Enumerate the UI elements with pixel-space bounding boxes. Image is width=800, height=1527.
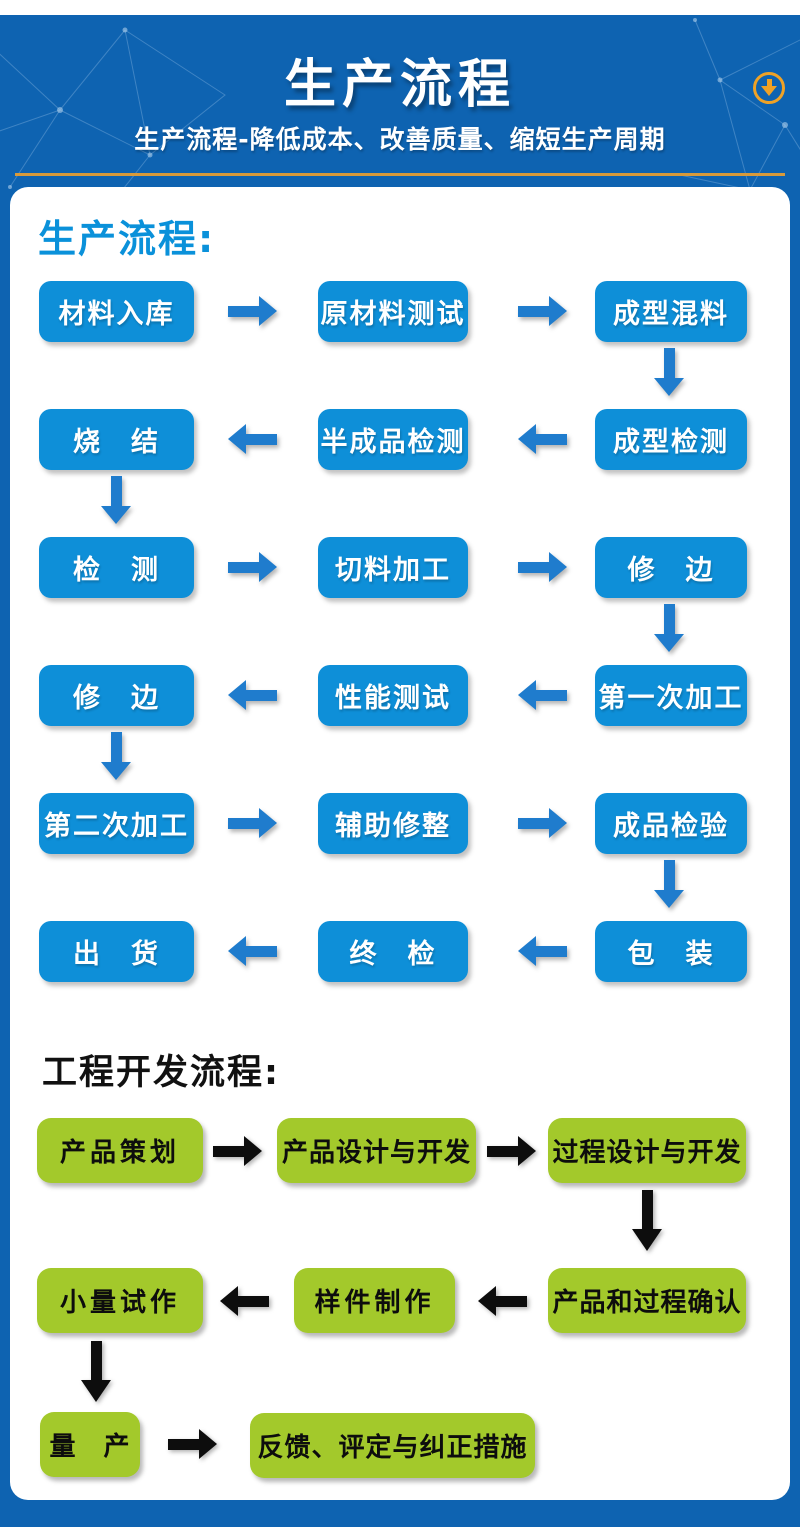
arrow-down-icon <box>632 1190 662 1251</box>
top-white-strip <box>0 0 800 15</box>
process-step: 出 货 <box>39 921 194 982</box>
process-step: 切料加工 <box>318 537 468 598</box>
process-step: 成型混料 <box>595 281 747 342</box>
arrow-right-icon <box>213 1136 262 1167</box>
arrow-right-icon <box>518 552 567 583</box>
arrow-right-icon <box>228 296 277 327</box>
eng-step: 量 产 <box>40 1412 140 1477</box>
engineering-flow-heading: 工程开发流程: <box>42 1053 280 1093</box>
page-title: 生产流程 <box>283 55 516 115</box>
eng-step: 样件制作 <box>294 1268 455 1333</box>
arrow-down-icon <box>81 1341 111 1402</box>
arrow-left-icon <box>518 936 567 967</box>
process-step: 包 装 <box>595 921 747 982</box>
process-step: 第一次加工 <box>595 665 747 726</box>
process-step: 成型检测 <box>595 409 747 470</box>
arrow-left-icon <box>518 424 567 455</box>
process-step: 烧 结 <box>39 409 194 470</box>
arrow-right-icon <box>518 296 567 327</box>
arrow-left-icon <box>228 424 277 455</box>
eng-step: 产品设计与开发 <box>277 1118 476 1183</box>
arrow-right-icon <box>228 552 277 583</box>
arrow-left-icon <box>228 680 277 711</box>
arrow-down-icon <box>654 604 684 652</box>
arrow-left-icon <box>518 680 567 711</box>
arrow-left-icon <box>478 1286 527 1317</box>
process-step: 辅助修整 <box>318 793 468 854</box>
process-step: 半成品检测 <box>318 409 468 470</box>
eng-step: 产品策划 <box>37 1118 203 1183</box>
download-circle-icon[interactable] <box>753 72 785 104</box>
arrow-down-icon <box>101 476 131 524</box>
eng-step: 过程设计与开发 <box>548 1118 746 1183</box>
process-step: 材料入库 <box>39 281 194 342</box>
eng-step: 反馈、评定与纠正措施 <box>250 1413 535 1478</box>
eng-step: 产品和过程确认 <box>548 1268 746 1333</box>
process-step: 修 边 <box>39 665 194 726</box>
page-subtitle: 生产流程-降低成本、改善质量、缩短生产周期 <box>134 125 666 154</box>
arrow-left-icon <box>220 1286 269 1317</box>
arrow-right-icon <box>487 1136 536 1167</box>
arrow-right-icon <box>228 808 277 839</box>
down-arrow-stem <box>767 79 772 87</box>
process-step: 第二次加工 <box>39 793 194 854</box>
arrow-right-icon <box>518 808 567 839</box>
arrow-down-icon <box>654 348 684 396</box>
process-step: 检 测 <box>39 537 194 598</box>
process-step: 成品检验 <box>595 793 747 854</box>
process-step: 原材料测试 <box>318 281 468 342</box>
arrow-down-icon <box>654 860 684 908</box>
arrow-left-icon <box>228 936 277 967</box>
gold-divider <box>15 173 785 176</box>
process-step: 性能测试 <box>318 665 468 726</box>
eng-step: 小量试作 <box>37 1268 203 1333</box>
process-step: 修 边 <box>595 537 747 598</box>
down-arrow-head <box>761 86 777 96</box>
network-decoration <box>0 27 226 190</box>
arrow-right-icon <box>168 1429 217 1460</box>
arrow-down-icon <box>101 732 131 780</box>
process-step: 终 检 <box>318 921 468 982</box>
production-flow-heading: 生产流程: <box>38 217 216 261</box>
